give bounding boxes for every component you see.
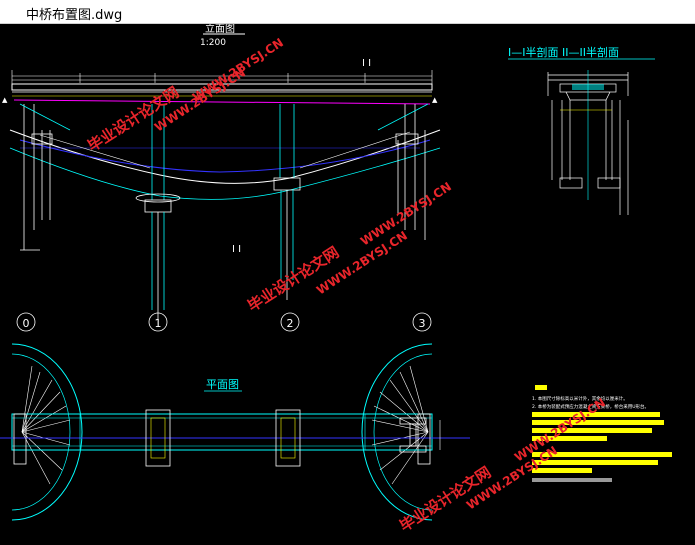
elevation-scale: 1:200 (200, 38, 226, 48)
axis-1: 1 (148, 312, 168, 332)
plan-title: 平面图 (206, 378, 239, 391)
cad-drawing[interactable]: 立面图 1:200 ▲ ▲ I I I I (0, 24, 695, 545)
elevation-view: 立面图 1:200 ▲ ▲ I I I I (2, 24, 441, 320)
svg-text:3: 3 (419, 317, 426, 330)
svg-text:0: 0 (23, 317, 30, 330)
plan-view: 平面图 (0, 343, 470, 521)
axis-2: 2 (280, 312, 300, 332)
watermarks: 毕业设计论文网 WWW.2BYSJ.CN WWW.2BYSJ.CN 毕业设计论文… (84, 35, 608, 535)
svg-text:1: 1 (155, 317, 162, 330)
svg-text:2: 2 (287, 317, 294, 330)
svg-text:▲: ▲ (432, 96, 438, 104)
section-view: I—I半剖面 II—II半剖面 (508, 45, 655, 215)
drawing-canvas[interactable]: 立面图 1:200 ▲ ▲ I I I I (0, 24, 695, 545)
axis-0: 0 (16, 312, 36, 332)
section-title: I—I半剖面 II—II半剖面 (508, 45, 619, 59)
section-mark-bottom: I I (232, 244, 241, 255)
window-title: 中桥布置图.dwg (26, 8, 123, 23)
note-1: 1. 本图尺寸除标高以米计外，其余均以厘米计。 (532, 395, 628, 402)
axis-markers: 0 1 2 3 (16, 312, 432, 332)
notes-block: 1. 本图尺寸除标高以米计外，其余均以厘米计。 2. 本桥为装配式预应力混凝土简… (532, 385, 672, 482)
svg-text:▲: ▲ (2, 96, 8, 104)
section-mark-top: I I (362, 58, 371, 69)
axis-3: 3 (412, 312, 432, 332)
title-bar: 中桥布置图.dwg (0, 0, 695, 24)
elevation-title: 立面图 (205, 24, 235, 35)
note-2: 2. 本桥为装配式预应力混凝土简支梁桥，桥台采用U形台。 (532, 403, 649, 410)
